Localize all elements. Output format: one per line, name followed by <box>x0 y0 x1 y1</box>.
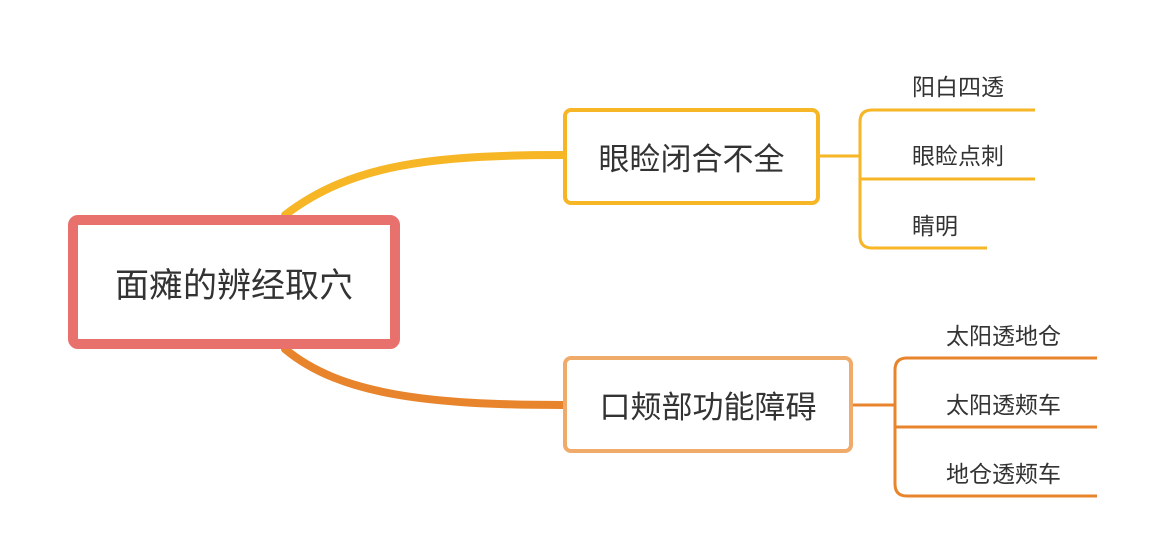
branch-topic-label: 口颊部功能障碍 <box>599 390 817 426</box>
leaf-topic[interactable]: 太阳透颊车 <box>946 393 1061 419</box>
branch-2-leaf-bracket <box>853 356 1097 498</box>
leaf-topic[interactable]: 睛明 <box>912 214 958 240</box>
root-topic[interactable]: 面瘫的辨经取穴 <box>68 215 400 349</box>
leaf-topic[interactable]: 太阳透地仓 <box>946 324 1061 350</box>
leaf-topic[interactable]: 眼睑点刺 <box>912 144 1004 170</box>
root-to-branch-1-connector <box>281 151 567 219</box>
branch-topic-mouth-cheek[interactable]: 口颊部功能障碍 <box>563 356 853 453</box>
branch-topic-eyelid[interactable]: 眼睑闭合不全 <box>563 108 820 205</box>
leaf-topic[interactable]: 阳白四透 <box>912 75 1004 101</box>
root-topic-label: 面瘫的辨经取穴 <box>115 265 353 306</box>
branch-topic-label: 眼睑闭合不全 <box>598 142 785 178</box>
root-to-branch-2-connector <box>281 345 567 409</box>
branch-1-leaf-bracket <box>820 108 1035 250</box>
leaf-topic[interactable]: 地仓透颊车 <box>946 462 1061 488</box>
